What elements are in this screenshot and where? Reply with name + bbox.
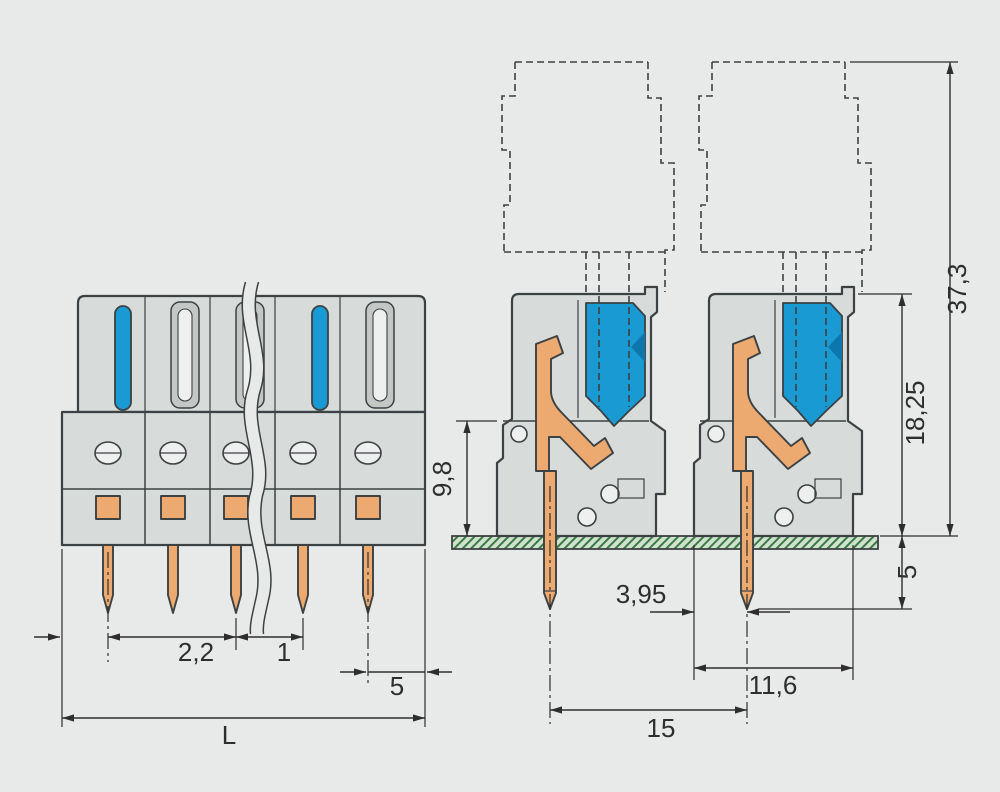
front-blue-lever — [114, 305, 132, 411]
dim-label-front-pin-width: 1 — [277, 637, 291, 667]
front-contact-windows — [95, 495, 381, 520]
break-line — [241, 280, 272, 635]
dim-label-pin-length: 5 — [892, 565, 922, 579]
dim-label-front-length: L — [222, 720, 236, 750]
dim-label-body-width: 11,6 — [749, 670, 798, 700]
pcb-board — [451, 535, 879, 550]
dim-label-body-height: 18,25 — [900, 380, 930, 445]
front-slot — [365, 301, 395, 409]
side-view — [495, 60, 873, 726]
dim-label-front-spacing: 2,2 — [178, 637, 214, 667]
dimensions: 2,2 1 5 L 9,8 18,25 5 37,3 3,95 11,6 15 — [34, 61, 972, 750]
side-connector-2 — [692, 60, 873, 726]
dim-label-pin-inset: 3,95 — [616, 579, 667, 609]
dim-label-clamp-height: 9,8 — [427, 461, 457, 497]
front-blue-lever — [311, 305, 329, 411]
dim-label-pole-pitch: 15 — [647, 713, 676, 743]
front-housing-base — [60, 410, 427, 547]
front-round-openings — [94, 441, 382, 465]
front-solder-pins — [102, 544, 374, 614]
dim-label-front-pitch: 5 — [390, 671, 404, 701]
front-slot — [170, 301, 200, 409]
front-view — [60, 280, 427, 635]
dim-label-total-height: 37,3 — [942, 264, 972, 315]
side-connector-1 — [495, 60, 676, 726]
